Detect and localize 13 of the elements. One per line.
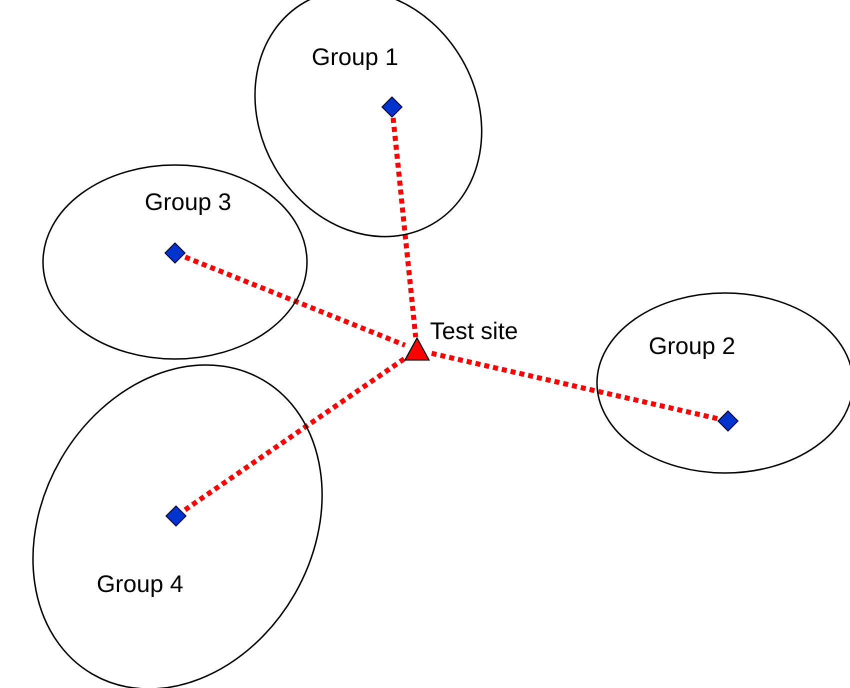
dashed-line — [390, 118, 418, 338]
site-label: Test site — [430, 318, 518, 346]
group-label: Group 4 — [96, 570, 184, 599]
diamond-marker — [164, 242, 186, 264]
dashed-line — [429, 350, 718, 421]
group-label: Group 3 — [144, 189, 232, 217]
diamond-marker — [380, 96, 403, 118]
group-label: Group 2 — [648, 333, 736, 361]
dashed-line — [184, 355, 408, 512]
diamond-marker — [717, 410, 739, 432]
group-label: Group 1 — [310, 44, 400, 72]
dashed-line — [184, 254, 406, 348]
diamond-marker — [164, 504, 187, 527]
